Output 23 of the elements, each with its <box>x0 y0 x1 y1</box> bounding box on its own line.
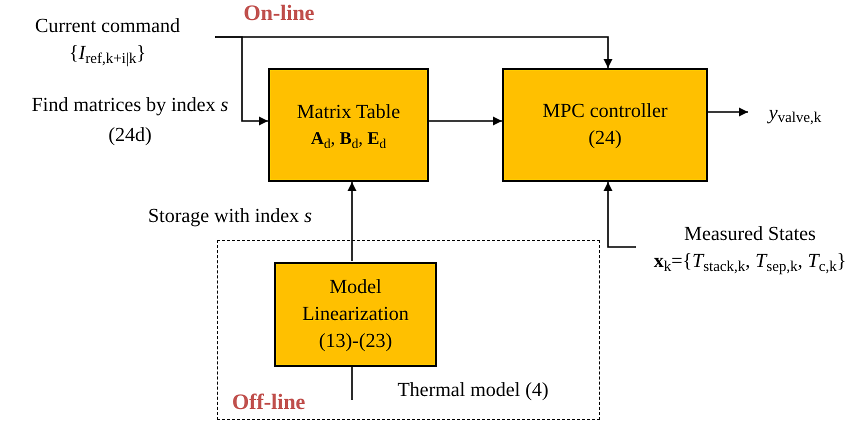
region-title: Off-line <box>232 391 306 413</box>
node-title: MPC controller <box>542 99 668 124</box>
node-title: Measured States <box>684 222 816 247</box>
connector-arrow <box>215 36 612 68</box>
process-box <box>274 262 437 367</box>
connector-arrow <box>348 182 356 261</box>
node-subtext: x$_{k}$={T$_{stack,k}$, T$_{sep,k}$, T$_{c,k}$} <box>654 249 846 275</box>
node-title: Model Linearization <box>301 275 410 327</box>
node-subtext: (13)-(23) <box>318 329 392 354</box>
connector-arrow <box>604 182 636 248</box>
node-title: y$_{valve,k}$ <box>768 100 822 126</box>
section-title: On-line <box>242 2 316 24</box>
connector-arrow <box>429 116 502 126</box>
dashed-region <box>217 240 600 420</box>
node-title: Matrix Table <box>296 100 400 126</box>
node-subtext: {I$_{ref,k+i|k}$} <box>69 41 146 67</box>
process-box <box>268 68 429 182</box>
node-subtext: (24) <box>588 126 622 151</box>
node-subtext: A$_{d}$, B$_{d}$, E$_{d}$ <box>310 127 386 151</box>
connector-arrow <box>708 108 748 116</box>
process-box <box>502 68 708 182</box>
node-title: Current command <box>35 14 180 39</box>
annotation-text: Find matrices by index s (24d) <box>30 93 230 148</box>
